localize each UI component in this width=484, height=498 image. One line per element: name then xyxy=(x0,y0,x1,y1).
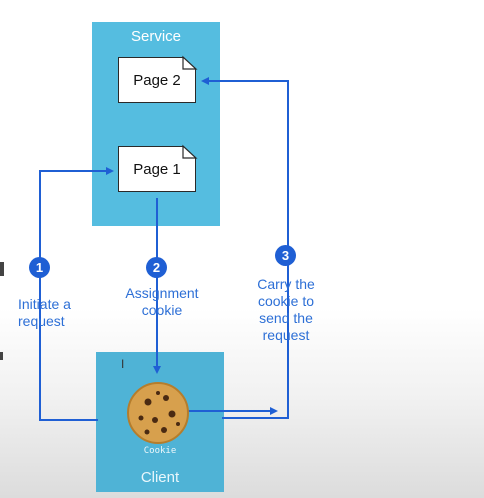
page-2-label: Page 2 xyxy=(133,71,181,89)
service-title: Service xyxy=(130,28,182,45)
step-1-label: Initiate a request xyxy=(18,296,71,329)
arrow-carry-cookie xyxy=(201,77,289,419)
page-1-label: Page 1 xyxy=(133,160,181,178)
client-title: Client xyxy=(140,469,180,486)
step-2-label: Assignment cookie xyxy=(125,285,199,318)
cookie-icon xyxy=(127,382,189,444)
left-edge-mark-2 xyxy=(0,352,3,360)
step-3-label: Carry the cookie to send the request xyxy=(257,276,315,343)
arrow-initiate-request xyxy=(39,167,114,421)
page-2-document: Page 2 xyxy=(118,57,196,103)
page-1-fold xyxy=(182,144,198,159)
service-box: Service xyxy=(92,22,220,226)
step-2-badge: 2 xyxy=(146,257,167,278)
step-3-badge: 3 xyxy=(275,245,296,266)
page-2-fold xyxy=(182,55,198,70)
cookie-label: Cookie xyxy=(143,446,177,456)
left-edge-mark xyxy=(0,262,4,276)
step-1-badge: 1 xyxy=(29,257,50,278)
text-cursor-icon: I xyxy=(121,357,125,371)
